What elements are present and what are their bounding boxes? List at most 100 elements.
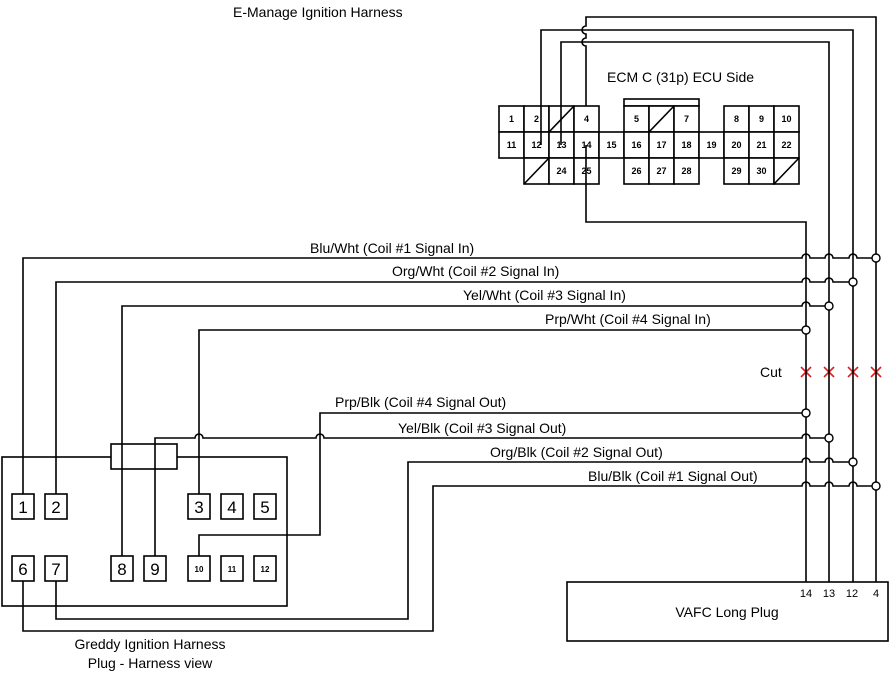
- wire-in2: [55, 277, 849, 494]
- wire-label-out2: Org/Blk (Coil #2 Signal Out): [490, 444, 663, 460]
- ecm-cell: [498, 131, 525, 159]
- wire-out3: [154, 433, 825, 556]
- wire-label-in3: Yel/Wht (Coil #3 Signal In): [463, 287, 626, 303]
- ecm-pin-label: 4: [584, 114, 589, 124]
- cut-label: Cut: [760, 364, 782, 380]
- vafc-pin-14: 14: [800, 588, 812, 600]
- ecm-pin-label: 1: [509, 114, 514, 124]
- greddy-pin-label: 5: [260, 498, 269, 517]
- wires: [22, 16, 881, 632]
- diagram-title: E-Manage Ignition Harness: [233, 4, 403, 20]
- greddy-plug-latch: [110, 443, 178, 470]
- ecm-pin-label: 29: [731, 166, 741, 176]
- ecm-key-bracket: [623, 98, 700, 107]
- wire-out4: [198, 412, 802, 556]
- wire-label-out4: Prp/Blk (Coil #4 Signal Out): [335, 394, 506, 410]
- wire-label-in4: Prp/Wht (Coil #4 Signal In): [545, 311, 711, 327]
- ecm-pin-label: 26: [631, 166, 641, 176]
- ecm-pin-label: 9: [759, 114, 764, 124]
- greddy-pin-4: [220, 493, 244, 520]
- ecm-pin-label: 10: [781, 114, 791, 124]
- ecm-pin-label: 20: [731, 140, 741, 150]
- wire-in4: [198, 329, 802, 494]
- splice-junction: [824, 433, 834, 443]
- vafc-pin-13: 13: [823, 588, 835, 600]
- wire-label-in2: Org/Wht (Coil #2 Signal In): [392, 263, 559, 279]
- wire-ecm-14: [585, 145, 807, 582]
- greddy-pin-label: 9: [150, 560, 159, 579]
- ecm-title: ECM C (31p) ECU Side: [607, 69, 754, 85]
- wire-in1: [22, 253, 872, 494]
- greddy-pin-label: 7: [51, 560, 60, 579]
- greddy-pin-label: 2: [51, 498, 60, 517]
- ecm-pin-label: 17: [656, 140, 666, 150]
- wire-ecm-4: [581, 16, 877, 582]
- greddy-pin-label: 3: [194, 498, 203, 517]
- greddy-pin-label: 10: [195, 565, 204, 574]
- ecm-pin-label: 15: [606, 140, 616, 150]
- splice-junction: [871, 253, 881, 263]
- wire-ecm-13: [560, 41, 830, 582]
- ecm-cell: [598, 131, 625, 159]
- greddy-pin-label: 4: [227, 498, 236, 517]
- ecm-cell: [723, 131, 750, 159]
- ecm-blank-cavity: [773, 157, 800, 185]
- wire-label-in1: Blu/Wht (Coil #1 Signal In): [310, 240, 474, 256]
- vafc-pin-4: 4: [873, 588, 879, 600]
- splice-junction: [848, 277, 858, 287]
- greddy-pin-label: 1: [18, 498, 27, 517]
- ecm-pin-label: 2: [534, 114, 539, 124]
- greddy-plug-body: [1, 456, 288, 607]
- greddy-pin-12: [253, 555, 277, 582]
- ecm-pin-label: 16: [631, 140, 641, 150]
- ecm-cell: [623, 157, 650, 185]
- vafc-label: VAFC Long Plug: [675, 604, 778, 620]
- ecm-pin-label: 27: [656, 166, 666, 176]
- ecm-cell: [773, 131, 800, 159]
- ecm-cell: [673, 157, 700, 185]
- vafc-pin-12: 12: [846, 588, 858, 600]
- ecm-pin-label: 11: [507, 140, 517, 150]
- ecm-pin-label: 7: [684, 114, 689, 124]
- ecm-pin-label: 28: [681, 166, 691, 176]
- greddy-pin-5: [253, 493, 277, 520]
- greddy-pin-label: 8: [117, 560, 126, 579]
- ecm-pin-label: 22: [781, 140, 791, 150]
- ecm-pin-label: 24: [556, 166, 566, 176]
- ecm-pin-label: 8: [734, 114, 739, 124]
- ecm-pin-label: 5: [634, 114, 639, 124]
- vafc-plug: [566, 581, 889, 642]
- wire-label-out1: Blu/Blk (Coil #1 Signal Out): [588, 468, 758, 484]
- wire-out1: [22, 481, 872, 632]
- splice-junction: [801, 408, 811, 418]
- splice-junction: [801, 325, 811, 335]
- cut-marks: [800, 366, 882, 378]
- wire-in3: [121, 301, 825, 556]
- ecm-blank-cavity: [523, 157, 550, 185]
- ecm-pin-label: 18: [681, 140, 691, 150]
- ecm-pin-label: 12: [531, 140, 541, 150]
- greddy-pin-label: 6: [18, 560, 27, 579]
- splice-junction: [871, 481, 881, 491]
- ecm-cell: [748, 157, 775, 185]
- wire-label-out3: Yel/Blk (Coil #3 Signal Out): [398, 420, 566, 436]
- ecm-cell: [723, 157, 750, 185]
- ecm-blank-cavity: [648, 105, 675, 133]
- greddy-pin-label: 11: [228, 565, 237, 574]
- wire-ecm-12: [540, 29, 854, 582]
- wire-out2: [55, 457, 849, 620]
- greddy-label-line2: Plug - Harness view: [88, 655, 213, 671]
- ecm-pin-label: 21: [756, 140, 766, 150]
- ecm-pin-label: 19: [706, 140, 716, 150]
- ecm-cell: [648, 131, 675, 159]
- ecm-pin-label: 30: [756, 166, 766, 176]
- ecm-cell: [673, 105, 700, 133]
- splice-junction: [848, 457, 858, 467]
- greddy-pin-11: [220, 555, 244, 582]
- greddy-pin-label: 12: [261, 565, 270, 574]
- greddy-label-line1: Greddy Ignition Harness: [75, 636, 226, 652]
- splice-junction: [824, 301, 834, 311]
